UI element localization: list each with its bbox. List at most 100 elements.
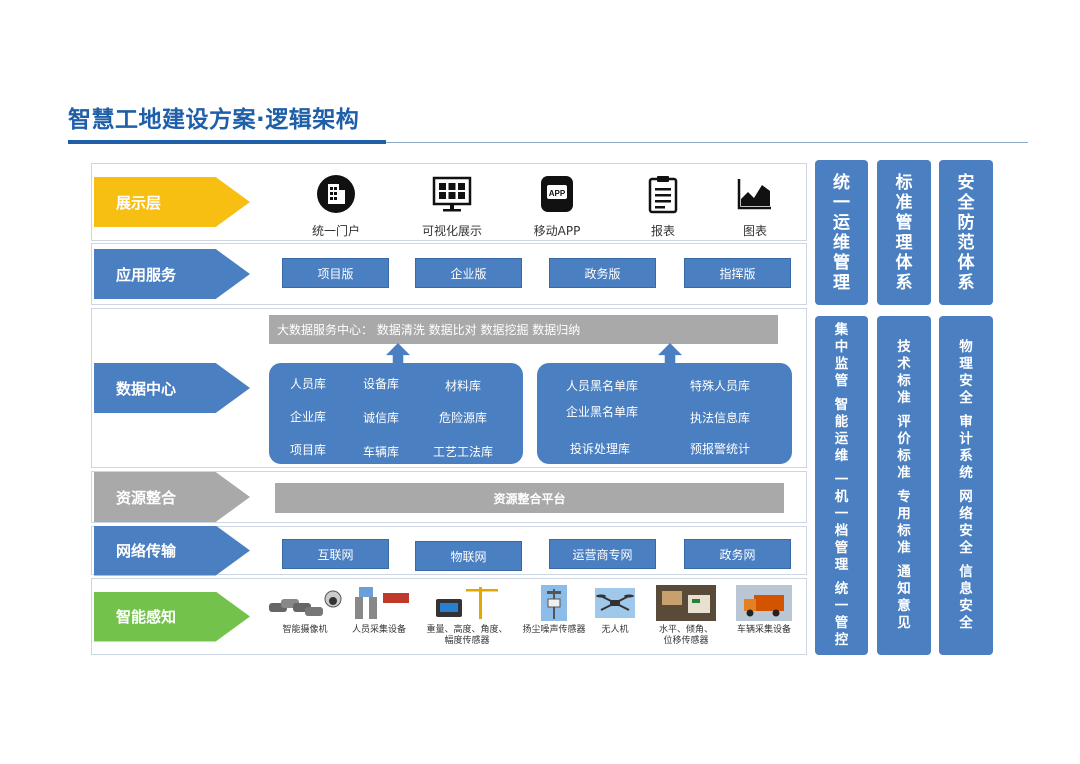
- display-item-label: 移动APP: [533, 224, 581, 238]
- drone-icon: [590, 585, 640, 621]
- side-detail-phrase: 技术标准: [897, 339, 911, 406]
- dust-sensor-pole-icon: [514, 585, 594, 621]
- app-item-command: 指挥版: [684, 258, 791, 288]
- network-item-carrier: 运营商专网: [549, 539, 656, 569]
- layer-display: 展示层 统一门户 可视化展示: [91, 163, 807, 241]
- device-crane-sensor: 重量、高度、角度、 幅度传感器: [422, 585, 512, 647]
- side-panel-ops: 统一运维管理: [815, 160, 868, 305]
- app-item-enterprise: 企业版: [415, 258, 522, 288]
- db-item: 人员黑名单库: [566, 379, 639, 393]
- database-panel-right: 人员黑名单库 特殊人员库 企业黑名单库 执法信息库 投诉处理库 预报警统计: [537, 363, 792, 464]
- side-detail-security: 物理安全审计系统网络安全信息安全: [939, 316, 993, 655]
- display-item-label: 统一门户: [311, 224, 360, 238]
- device-label: 人员采集设备: [351, 625, 406, 635]
- bigdata-service-bar: 大数据服务中心： 数据清洗 数据比对 数据挖掘 数据归纳: [269, 315, 778, 344]
- building-icon: [316, 174, 356, 214]
- db-item: 工艺工法库: [433, 445, 494, 459]
- side-detail-phrase: 网络安全: [959, 489, 973, 556]
- db-item: 预报警统计: [690, 442, 751, 456]
- side-detail-standards: 技术标准评价标准专用标准通知意见: [877, 316, 931, 655]
- device-label: 无人机: [601, 625, 629, 635]
- display-item-visual: 可视化展示: [407, 174, 497, 239]
- level-sensor-icon: [648, 585, 724, 621]
- db-item: 车辆库: [363, 445, 400, 459]
- resource-platform-bar: 资源整合平台: [275, 483, 784, 513]
- display-item-report: 报表: [618, 174, 708, 239]
- side-detail-phrase: 智能运维: [834, 397, 849, 464]
- display-item-label: 可视化展示: [421, 224, 482, 238]
- up-arrow-icon: [658, 343, 682, 365]
- side-detail-phrase: 通知意见: [897, 564, 911, 631]
- layer-data-center: 数据中心 大数据服务中心： 数据清洗 数据比对 数据挖掘 数据归纳 人员库 设备…: [91, 308, 807, 468]
- device-label: 位移传感器: [663, 636, 709, 646]
- display-item-chart: 图表: [710, 174, 800, 239]
- camera-icon: [262, 585, 348, 621]
- network-item-iot: 物联网: [415, 541, 522, 571]
- db-item: 特殊人员库: [690, 379, 751, 393]
- db-item: 执法信息库: [690, 411, 751, 425]
- side-detail-phrase: 专用标准: [897, 489, 911, 556]
- turnstile-icon: [344, 585, 414, 621]
- db-item: 设备库: [363, 377, 400, 391]
- up-arrow-icon: [386, 343, 410, 365]
- db-item: 项目库: [290, 443, 327, 457]
- title-underline: [386, 142, 1028, 143]
- app-item-project: 项目版: [282, 258, 389, 288]
- device-vehicle-collector: 车辆采集设备: [724, 585, 804, 636]
- side-detail-phrase: 统一管控: [834, 581, 849, 648]
- device-person-collector: 人员采集设备: [344, 585, 414, 636]
- device-label: 幅度传感器: [444, 636, 490, 646]
- device-label: 智能摄像机: [282, 625, 328, 635]
- display-item-mobile: APP 移动APP: [512, 174, 602, 239]
- db-item: 危险源库: [439, 411, 488, 425]
- side-detail-phrase: 审计系统: [959, 414, 973, 481]
- layer-network: 网络传输 互联网 物联网 运营商专网 政务网: [91, 525, 807, 576]
- app-badge-text: APP: [549, 189, 566, 198]
- device-drone: 无人机: [590, 585, 640, 636]
- title-underline-accent: [68, 140, 386, 144]
- layer-resource-label: 资源整合: [94, 472, 250, 522]
- device-label: 重量、高度、角度、: [426, 625, 508, 635]
- layer-display-label: 展示层: [94, 177, 250, 227]
- layer-resource: 资源整合 资源整合平台: [91, 471, 807, 523]
- device-dust-noise: 扬尘噪声传感器: [514, 585, 594, 636]
- network-item-internet: 互联网: [282, 539, 389, 569]
- side-detail-phrase: 一机一档管理: [834, 472, 849, 573]
- dashboard-screen-icon: [432, 174, 472, 214]
- device-label: 车辆采集设备: [736, 625, 791, 635]
- crane-sensor-icon: [422, 585, 512, 621]
- layer-perception-label: 智能感知: [94, 591, 250, 642]
- layer-network-label: 网络传输: [94, 525, 250, 576]
- line-chart-icon: [735, 174, 775, 214]
- db-item: 诚信库: [363, 411, 400, 425]
- side-detail-ops: 集中监管智能运维一机一档管理统一管控: [815, 316, 868, 655]
- db-item: 企业库: [290, 410, 327, 424]
- network-item-gov: 政务网: [684, 539, 791, 569]
- db-item: 企业黑名单库: [566, 405, 639, 419]
- page-title: 智慧工地建设方案·逻辑架构: [68, 107, 360, 133]
- layer-perception: 智能感知 智能摄像机 人员采集设备: [91, 578, 807, 655]
- layer-application-label: 应用服务: [94, 249, 250, 299]
- display-item-label: 图表: [742, 224, 767, 238]
- display-item-label: 报表: [650, 224, 675, 238]
- side-detail-phrase: 集中监管: [834, 322, 849, 389]
- device-label: 扬尘噪声传感器: [522, 625, 586, 635]
- display-item-portal: 统一门户: [291, 174, 381, 239]
- side-detail-phrase: 信息安全: [959, 564, 973, 631]
- device-label: 水平、倾角、: [658, 625, 713, 635]
- app-item-government: 政务版: [549, 258, 656, 288]
- side-panel-security: 安全防范体系: [939, 160, 993, 305]
- side-detail-phrase: 物理安全: [959, 339, 973, 406]
- layer-data-center-label: 数据中心: [94, 363, 250, 413]
- db-item: 人员库: [290, 377, 327, 391]
- device-level-sensor: 水平、倾角、 位移传感器: [648, 585, 724, 647]
- side-detail-phrase: 评价标准: [897, 414, 911, 481]
- vehicle-truck-icon: [724, 585, 804, 621]
- mobile-app-icon: APP: [537, 174, 577, 214]
- db-item: 投诉处理库: [570, 442, 631, 456]
- database-panel-left: 人员库 设备库 材料库 企业库 诚信库 危险源库 项目库 车辆库 工艺工法库: [269, 363, 523, 464]
- clipboard-icon: [643, 174, 683, 214]
- device-camera: 智能摄像机: [262, 585, 348, 636]
- db-item: 材料库: [445, 379, 482, 393]
- layer-application: 应用服务 项目版 企业版 政务版 指挥版: [91, 243, 807, 305]
